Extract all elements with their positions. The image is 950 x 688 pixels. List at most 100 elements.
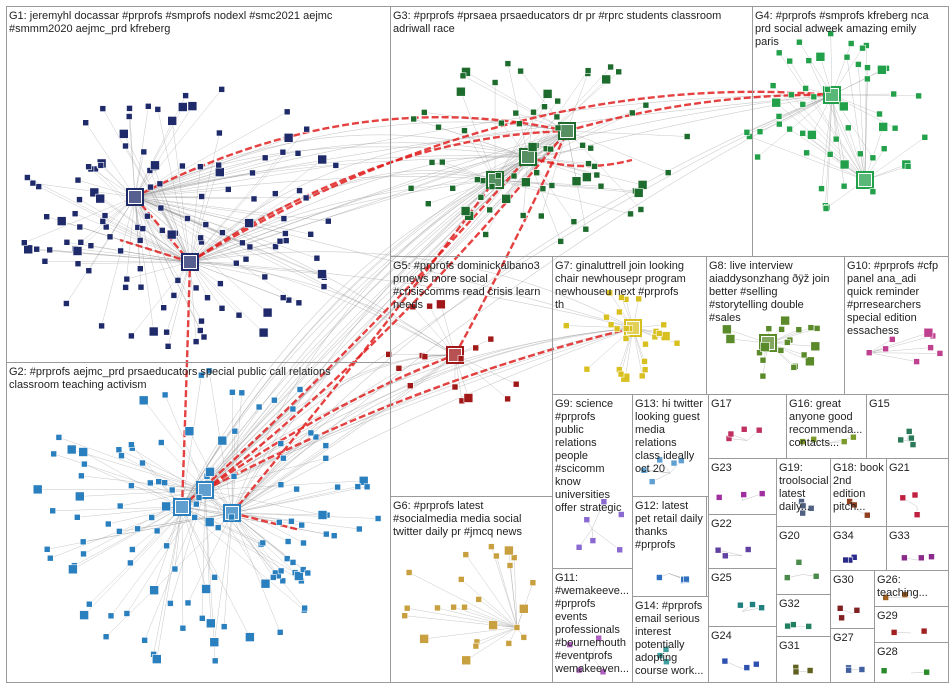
g2-node[interactable]: [184, 426, 195, 437]
g34-node[interactable]: [842, 556, 850, 564]
g4-node[interactable]: [869, 188, 877, 195]
g1-node[interactable]: [41, 257, 49, 265]
g2-node[interactable]: [284, 538, 292, 545]
g5-node[interactable]: [512, 380, 520, 388]
g1-node[interactable]: [128, 332, 135, 340]
g1-node[interactable]: [261, 154, 269, 162]
g7-node[interactable]: [673, 339, 681, 347]
g6-node[interactable]: [401, 612, 409, 620]
g2-node[interactable]: [204, 517, 215, 527]
g2-node[interactable]: [123, 610, 131, 617]
g2-node[interactable]: [307, 429, 315, 437]
g1-node[interactable]: [126, 105, 133, 112]
g2-node[interactable]: [300, 539, 307, 547]
g1-node[interactable]: [63, 239, 71, 246]
g1-node[interactable]: [178, 102, 188, 112]
g2-node[interactable]: [354, 483, 362, 490]
g7-node[interactable]: [641, 358, 648, 365]
g23-node[interactable]: [758, 490, 766, 497]
g25-node[interactable]: [749, 601, 756, 608]
g30-node[interactable]: [838, 614, 845, 622]
g3-node[interactable]: [664, 169, 672, 176]
g1-node[interactable]: [294, 150, 302, 157]
g1-node[interactable]: [99, 105, 107, 112]
g1-node[interactable]: [123, 275, 131, 283]
g2-node[interactable]: [68, 564, 78, 575]
g2-node[interactable]: [355, 525, 363, 533]
g7-node[interactable]: [638, 372, 646, 380]
g1-node[interactable]: [87, 242, 95, 249]
g2-node[interactable]: [152, 654, 162, 664]
g8-node[interactable]: [783, 339, 791, 346]
g2-node[interactable]: [245, 632, 255, 642]
g1-node[interactable]: [122, 284, 129, 291]
g30-node[interactable]: [836, 604, 844, 612]
g8-node[interactable]: [765, 325, 773, 333]
g1-node[interactable]: [182, 92, 189, 99]
g2-node[interactable]: [277, 567, 285, 575]
g8-node[interactable]: [795, 326, 803, 334]
g17-node[interactable]: [755, 426, 763, 434]
g1-node[interactable]: [85, 163, 92, 170]
g1-node[interactable]: [179, 162, 186, 170]
g1-node[interactable]: [271, 190, 279, 197]
g2-node[interactable]: [153, 527, 161, 535]
g1-node[interactable]: [246, 243, 254, 251]
g1-node[interactable]: [317, 154, 328, 165]
g3-node[interactable]: [597, 182, 605, 190]
g25-node[interactable]: [758, 604, 765, 612]
g1-node[interactable]: [285, 296, 293, 304]
g2-node[interactable]: [86, 600, 93, 608]
g6-node[interactable]: [461, 603, 468, 611]
g1-node[interactable]: [23, 244, 34, 255]
g10-node[interactable]: [913, 358, 920, 365]
g8-node[interactable]: [780, 315, 790, 326]
g2-node[interactable]: [205, 367, 213, 375]
g5-node[interactable]: [463, 393, 474, 403]
g2-node[interactable]: [289, 405, 297, 413]
g4-node[interactable]: [822, 205, 830, 212]
g3-node[interactable]: [607, 63, 614, 71]
g10-node[interactable]: [927, 344, 934, 351]
g3-node[interactable]: [482, 231, 490, 238]
g1-node[interactable]: [154, 106, 162, 113]
g2-node[interactable]: [217, 435, 228, 446]
g6-node[interactable]: [488, 620, 498, 630]
g8-node[interactable]: [790, 364, 798, 371]
g1-node[interactable]: [106, 233, 114, 241]
g1-node[interactable]: [85, 267, 93, 275]
g2-node[interactable]: [55, 434, 63, 441]
g8-node[interactable]: [759, 341, 770, 352]
g1-node[interactable]: [145, 103, 152, 110]
g1-node[interactable]: [20, 239, 28, 246]
g4-node[interactable]: [847, 40, 855, 47]
g17-node[interactable]: [727, 430, 735, 438]
g4-node[interactable]: [775, 120, 783, 128]
g1-node[interactable]: [317, 269, 327, 279]
g4-node[interactable]: [891, 124, 899, 132]
g1-node[interactable]: [332, 162, 340, 169]
g24-node[interactable]: [752, 660, 760, 668]
g2-node[interactable]: [198, 371, 205, 379]
g3-node[interactable]: [504, 60, 512, 67]
g5-node[interactable]: [385, 351, 393, 358]
g1-node[interactable]: [76, 196, 83, 203]
g2-node[interactable]: [294, 571, 304, 581]
g6-node[interactable]: [405, 569, 413, 576]
g4-node[interactable]: [799, 130, 807, 137]
g2-node[interactable]: [322, 530, 330, 538]
g16-node[interactable]: [850, 433, 857, 441]
g3-node[interactable]: [539, 185, 547, 192]
g2-node[interactable]: [149, 585, 159, 596]
g3-node[interactable]: [548, 182, 556, 189]
g4-node[interactable]: [832, 135, 840, 143]
g3-node[interactable]: [521, 177, 531, 187]
g3-node[interactable]: [494, 172, 502, 179]
g4-node[interactable]: [807, 130, 817, 140]
g1-node[interactable]: [170, 292, 178, 299]
g1-node[interactable]: [159, 227, 166, 234]
g32-node[interactable]: [789, 621, 797, 628]
g2-node[interactable]: [304, 569, 312, 577]
g13-node[interactable]: [640, 466, 648, 474]
g1-node[interactable]: [166, 229, 177, 240]
